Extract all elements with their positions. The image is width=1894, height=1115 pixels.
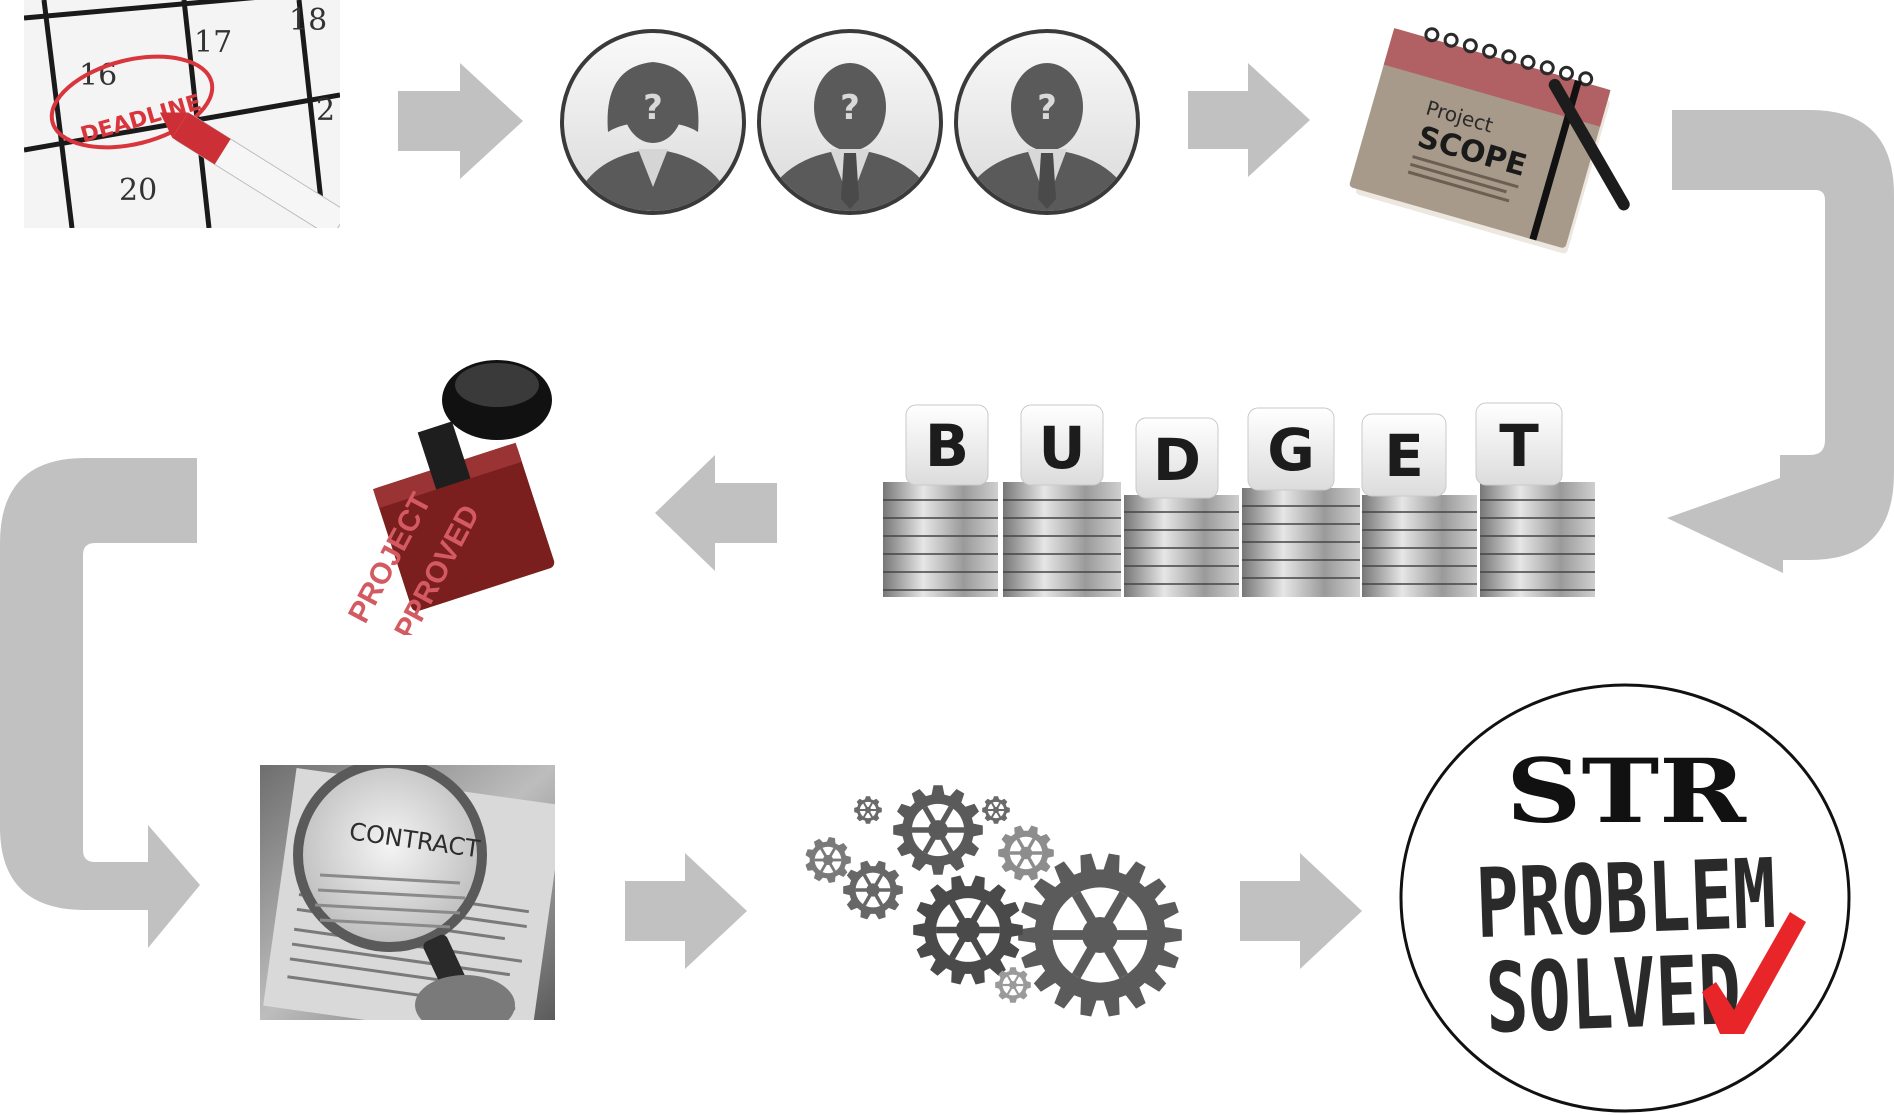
notepad-icon: Project SCOPE [1349, 27, 1630, 254]
solved-text-problem: PROBLEM [1474, 838, 1778, 960]
gear-icon [843, 860, 903, 920]
flow-arrow-4 [625, 853, 747, 969]
question-mark-1: ? [643, 88, 663, 128]
u-turn-arrow-icon [0, 458, 200, 948]
solved-text-solved: SOLVED [1484, 934, 1743, 1055]
calendar-day-17: 17 [194, 25, 232, 60]
gear-icon [854, 796, 882, 824]
check-mark-icon [1702, 912, 1806, 1034]
gear-icon [805, 837, 851, 883]
problem-solved-badge: STR PROBLEM SOLVED [1398, 682, 1853, 1114]
budget-coins: B U D G E T [868, 400, 1603, 605]
question-mark-3: ? [1037, 88, 1057, 128]
flow-arrow-1 [398, 63, 523, 179]
gears-cluster [788, 780, 1208, 1035]
team-group: ? ? ? [558, 27, 1142, 219]
coin-stack-6 [1480, 482, 1595, 597]
budget-letter-t: T [1499, 412, 1539, 480]
arrow-right-icon [625, 853, 747, 969]
project-scope-notepad: Project SCOPE [1345, 20, 1630, 260]
project-approved-stamp: PROJECT APPROVED [275, 355, 585, 635]
problem-solved-circle: STR PROBLEM SOLVED [1399, 683, 1851, 1113]
question-mark-2: ? [840, 88, 860, 128]
gear-icon [995, 967, 1031, 1003]
budget-letter-u: U [1038, 414, 1085, 482]
coin-stack-5 [1362, 495, 1477, 597]
coin-stack-1 [883, 482, 998, 597]
budget-die-b: B [905, 404, 989, 486]
budget-letter-b: B [925, 412, 969, 480]
person-male-icon: ? [757, 29, 943, 215]
calendar-day-20: 20 [119, 173, 157, 208]
gear-icon [1018, 853, 1182, 1017]
budget-letter-g: G [1267, 416, 1315, 484]
budget-die-e: E [1361, 413, 1447, 497]
team-avatars: ? ? ? [560, 29, 1140, 215]
coin-stacks-icon: B U D G E T [883, 402, 1595, 597]
budget-letter-e: E [1384, 422, 1424, 490]
budget-letter-d: D [1153, 426, 1201, 494]
budget-die-t: T [1475, 402, 1563, 486]
person-male-icon: ? [954, 29, 1140, 215]
gear-icon [982, 796, 1010, 824]
coin-stack-2 [1003, 482, 1121, 597]
flow-connector-left [0, 455, 200, 950]
flow-arrow-3 [655, 455, 777, 571]
arrow-right-icon [1188, 63, 1310, 177]
flow-connector-right [1665, 105, 1894, 575]
rubber-stamp-icon: PROJECT APPROVED [342, 360, 555, 635]
flow-arrow-2 [1188, 63, 1310, 177]
u-turn-arrow-icon [1667, 110, 1894, 573]
calendar-day-partial: 2 [316, 93, 335, 128]
budget-die-u: U [1020, 404, 1104, 486]
gear-icon [893, 785, 983, 875]
gears-icon [805, 785, 1182, 1017]
coin-stack-3 [1124, 495, 1239, 597]
arrow-left-icon [655, 455, 777, 571]
arrow-right-icon [398, 63, 523, 179]
contract-magnifier: CONTRACT [260, 765, 555, 1020]
gear-icon [913, 875, 1023, 985]
contract-document-icon: CONTRACT [260, 765, 555, 1020]
person-female-icon: ? [560, 29, 746, 215]
arrow-right-icon [1240, 853, 1362, 969]
deadline-calendar: 16 17 18 20 2 DEADLINE [24, 0, 340, 228]
gear-icon [998, 825, 1054, 881]
budget-die-d: D [1135, 417, 1219, 499]
calendar-icon: 16 17 18 20 2 DEADLINE [24, 0, 340, 228]
solved-text-str: STR [1506, 739, 1747, 843]
calendar-day-18: 18 [289, 3, 327, 38]
flow-arrow-5 [1240, 853, 1362, 969]
coin-stack-4 [1242, 488, 1360, 597]
budget-die-g: G [1247, 407, 1335, 491]
